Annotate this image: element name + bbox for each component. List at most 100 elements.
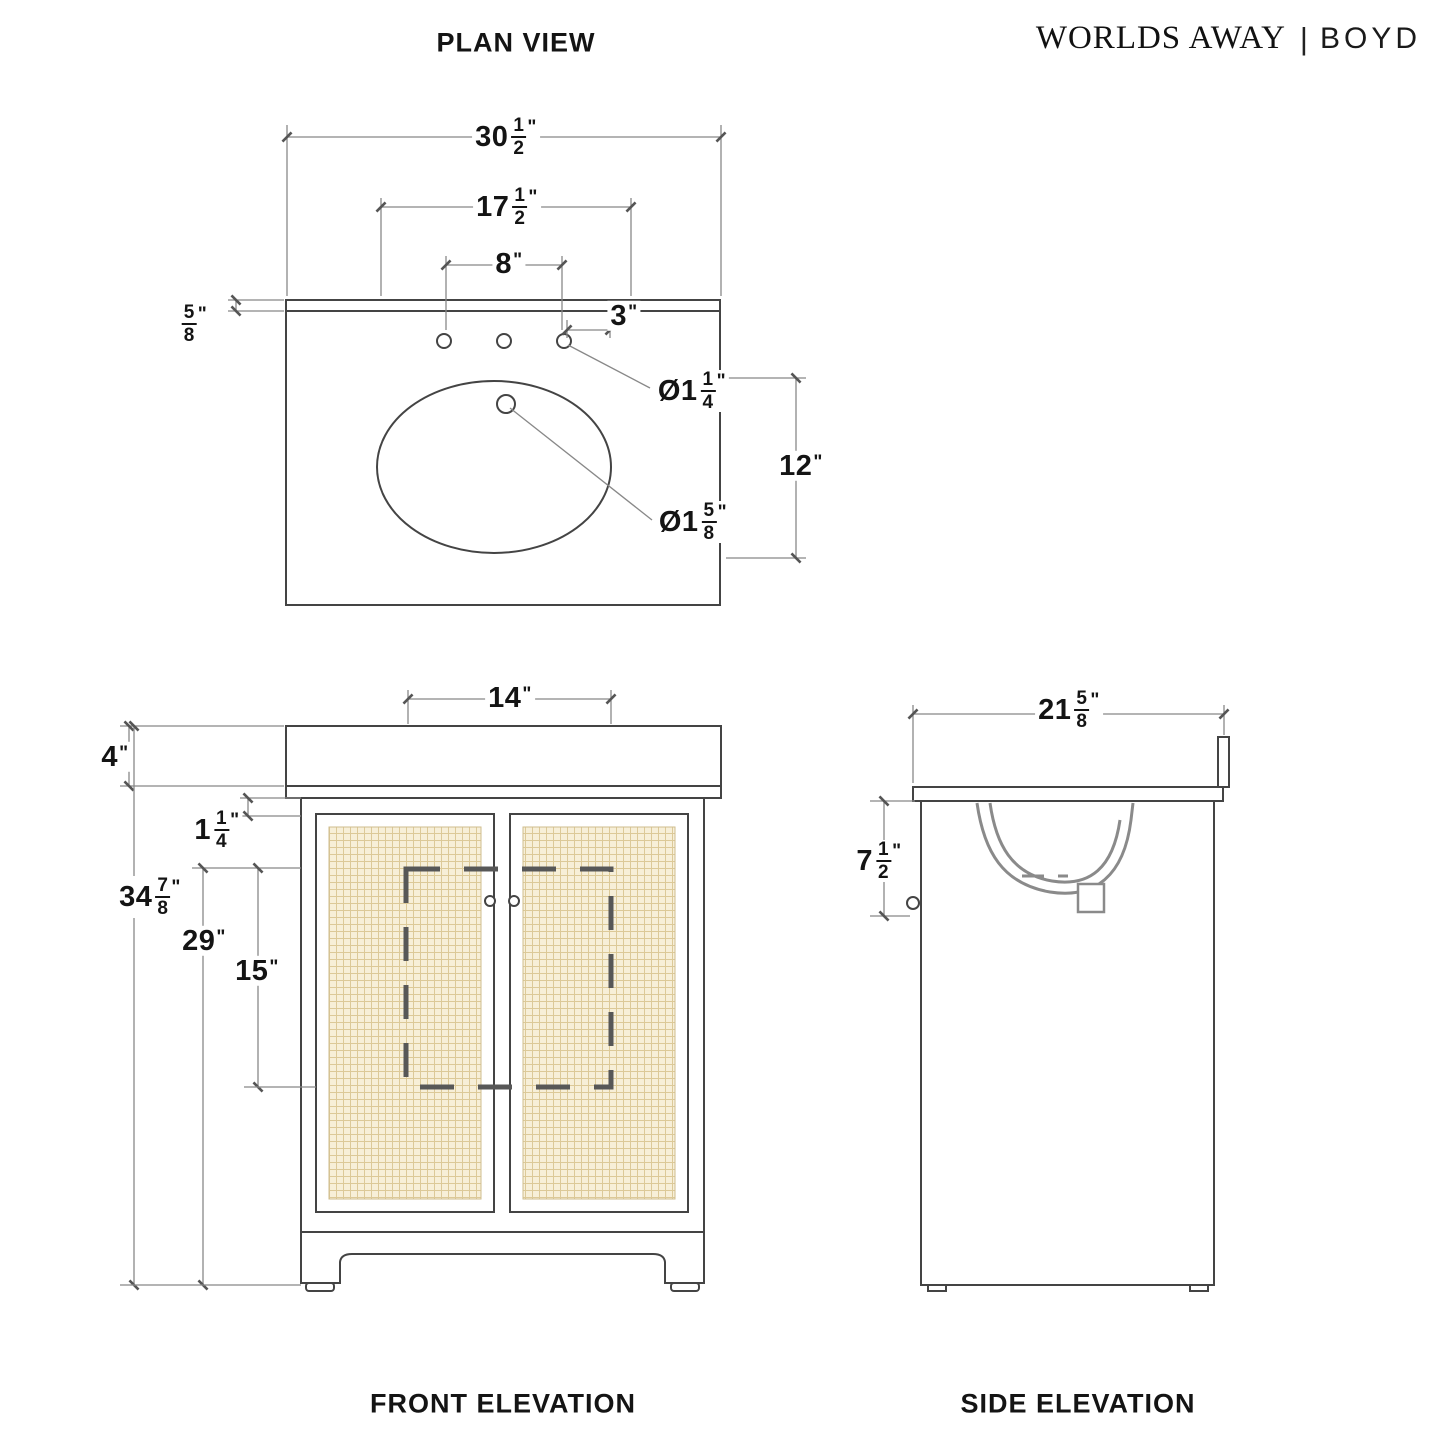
dim-denominator: 8 <box>183 325 195 346</box>
side-body-outline <box>920 800 1215 1286</box>
dim-cabinet-height: 29" <box>179 924 229 957</box>
dim-numerator: 5 <box>1074 688 1090 711</box>
dim-whole: 34 <box>119 880 153 913</box>
faucet-hole-center <box>496 333 512 349</box>
side-drain-trap <box>1076 882 1106 914</box>
dim-door-top-width: 14" <box>485 681 535 714</box>
dim-counter-height: 4" <box>98 740 132 773</box>
dim-whole: 21 <box>1038 693 1072 726</box>
dim-numerator: 5 <box>701 500 717 523</box>
dim-numerator: 1 <box>214 808 230 831</box>
dim-hole-offset: 3" <box>607 299 641 332</box>
dim-denominator: 8 <box>1076 711 1088 732</box>
dim-denominator: 4 <box>702 392 714 413</box>
inch-mark: " <box>716 371 727 392</box>
inch-mark: " <box>1090 690 1100 711</box>
dim-whole: 7 <box>856 844 874 877</box>
dim-numerator: 1 <box>511 115 527 138</box>
dim-denominator: 2 <box>514 208 526 229</box>
plan-view-drawing <box>285 299 721 606</box>
inch-mark: " <box>628 301 638 323</box>
dim-denominator: 2 <box>878 862 890 883</box>
inch-mark: " <box>269 956 279 978</box>
dim-whole: 30 <box>475 120 509 153</box>
faucet-hole-left <box>436 333 452 349</box>
drain-diameter-leader <box>509 407 653 521</box>
inch-mark: " <box>522 683 532 705</box>
inch-mark: " <box>528 187 538 208</box>
inch-mark: " <box>197 304 208 325</box>
dim-whole: Ø1 <box>658 505 699 538</box>
dim-denominator: 8 <box>157 898 169 919</box>
dim-basin-offset: 12" <box>776 449 826 482</box>
dim-door-cutout-height: 15" <box>232 955 282 986</box>
faucet-diameter-leader <box>567 344 651 389</box>
dim-denominator: 4 <box>216 831 228 852</box>
brand-header: WORLDS AWAY | BOYD <box>1036 20 1421 57</box>
dim-whole: 4 <box>101 740 119 773</box>
dim-whole: 14 <box>488 681 522 714</box>
sink-basin-ellipse <box>376 380 612 554</box>
side-foot-back <box>1189 1284 1209 1292</box>
dim-whole: 29 <box>182 924 216 957</box>
inch-mark: " <box>892 841 902 862</box>
front-dimension-lines <box>120 690 617 1291</box>
brand-separator: | <box>1299 20 1308 56</box>
inch-mark: " <box>216 926 226 948</box>
foot-left <box>305 1282 335 1292</box>
front-elevation-drawing <box>285 725 722 1292</box>
dim-numerator: 1 <box>512 185 528 208</box>
dim-whole: 17 <box>476 190 510 223</box>
dim-faucet-centers: 8" <box>492 248 526 279</box>
side-countertop <box>912 786 1224 802</box>
dim-whole: 1 <box>194 813 212 846</box>
front-elevation-title: FRONT ELEVATION <box>370 1388 636 1419</box>
sink-hidden-outline <box>403 866 614 1090</box>
dim-numerator: 1 <box>876 839 892 862</box>
door-knob-left <box>484 895 496 907</box>
side-backsplash <box>1217 736 1230 788</box>
dim-numerator: 5 <box>181 302 197 325</box>
inch-mark: " <box>171 877 181 898</box>
dim-whole: Ø1 <box>657 374 698 407</box>
side-elevation-drawing <box>906 736 1230 1292</box>
cane-panel-right <box>522 826 676 1200</box>
door-knob-right <box>508 895 520 907</box>
inch-mark: " <box>513 249 523 271</box>
side-knob <box>906 896 920 910</box>
dim-whole: 3 <box>610 299 628 332</box>
inch-mark: " <box>230 810 240 831</box>
apron-and-legs <box>300 1232 705 1284</box>
inch-mark: " <box>717 502 728 523</box>
side-foot-front <box>927 1284 947 1292</box>
inch-mark: " <box>813 451 823 473</box>
dim-numerator: 1 <box>700 369 716 392</box>
dim-whole: 12 <box>779 449 813 482</box>
brand-name: WORLDS AWAY <box>1035 20 1286 56</box>
side-elevation-title: SIDE ELEVATION <box>960 1388 1196 1419</box>
dim-denominator: 2 <box>513 138 525 159</box>
product-name: BOYD <box>1319 21 1421 55</box>
front-countertop <box>285 725 722 799</box>
inch-mark: " <box>527 117 537 138</box>
plan-view-title: PLAN VIEW <box>436 27 596 58</box>
